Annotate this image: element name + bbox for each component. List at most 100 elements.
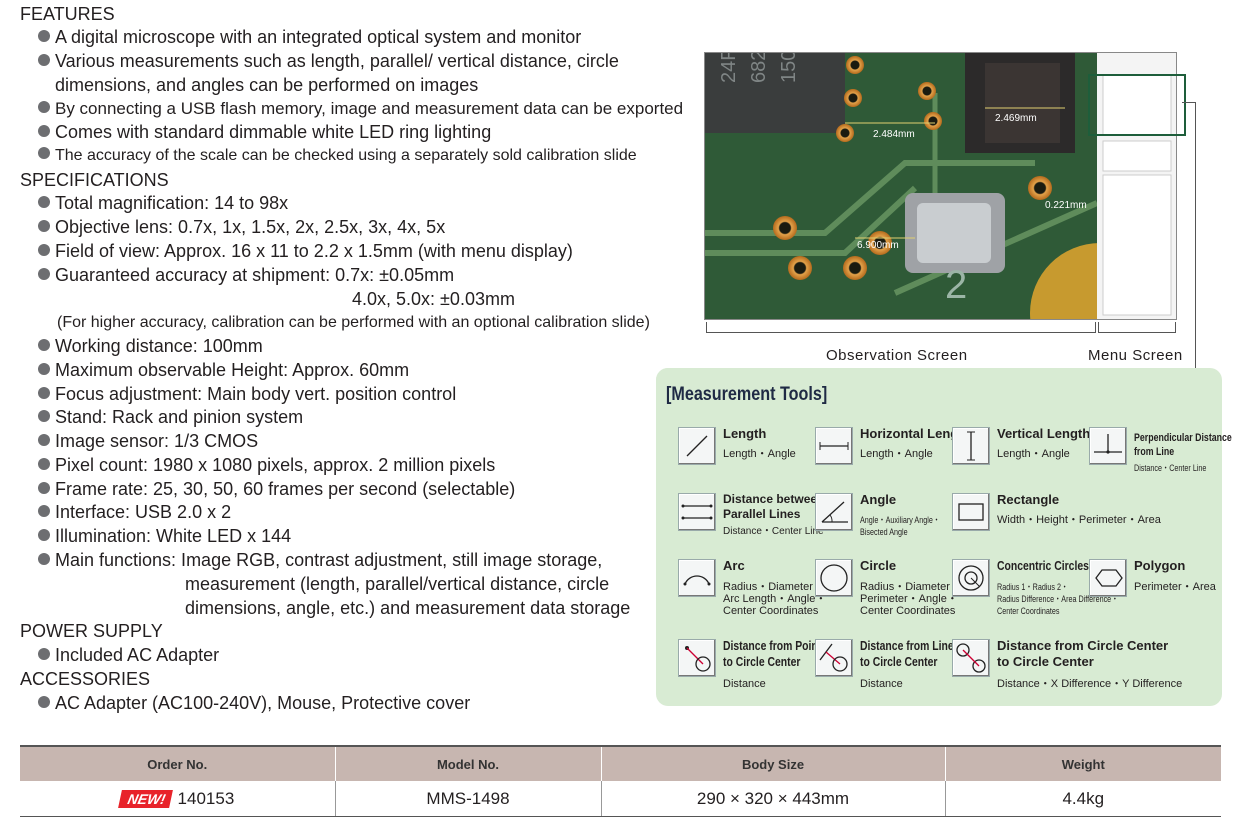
spec-item: Pixel count: 1980 x 1080 pixels, approx.… xyxy=(38,454,495,476)
calibration-note: (For higher accuracy, calibration can be… xyxy=(57,314,650,331)
svg-text:24F: 24F xyxy=(718,53,740,83)
features-heading: FEATURES xyxy=(20,4,115,24)
spec-item-continued: 4.0x, 5.0x: ±0.03mm xyxy=(352,289,515,309)
new-badge: NEW! xyxy=(118,789,174,808)
feature-item: By connecting a USB flash memory, image … xyxy=(38,98,683,120)
bullet-icon xyxy=(38,125,50,137)
svg-text:6.900mm: 6.900mm xyxy=(857,240,899,251)
svg-text:682: 682 xyxy=(748,53,770,83)
model-no-cell: MMS-1498 xyxy=(334,781,601,817)
measurement-tools-panel xyxy=(656,368,1222,706)
svg-text:2: 2 xyxy=(945,263,967,307)
spec-item-continued: dimensions, angle, etc.) and measurement… xyxy=(185,598,631,618)
specifications-heading: SPECIFICATIONS xyxy=(20,170,169,190)
tool-length: Length Length・Angle xyxy=(656,404,796,465)
spec-item: Field of view: Approx. 16 x 11 to 2.2 x … xyxy=(38,240,573,262)
tool-circle-to-circle: Distance from Circle Center to Circle Ce… xyxy=(930,616,1182,690)
bullet-icon xyxy=(38,387,50,399)
menu-bracket xyxy=(1098,322,1176,333)
bullet-icon xyxy=(38,458,50,470)
rectangle-icon xyxy=(952,493,990,531)
bullet-icon xyxy=(38,339,50,351)
horizontal-line-icon xyxy=(815,427,853,465)
point-to-circle-icon xyxy=(678,639,716,677)
tool-point-to-circle: Distance from Point to Circle Center Dis… xyxy=(656,616,821,690)
microscope-screen-image: 24F 682 150 2.484mm 2.469mm 0.221mm 6.90… xyxy=(704,52,1177,320)
arrow-connector xyxy=(1195,102,1196,390)
bullet-icon xyxy=(38,482,50,494)
order-no-cell: NEW!140153 xyxy=(20,781,335,817)
table-row: NEW!140153 MMS-1498 290 × 320 × 443mm 4.… xyxy=(20,781,1221,817)
feature-item-continued: dimensions, and angles can be performed … xyxy=(55,75,479,95)
polygon-icon xyxy=(1089,559,1127,597)
bullet-icon xyxy=(38,268,50,280)
arrow-connector xyxy=(1182,102,1196,103)
header-order-no: Order No. xyxy=(20,746,335,781)
tool-concentric-circles: Concentric Circles Radius 1・Radius 2・ Ra… xyxy=(930,536,1118,616)
tool-circle: Circle Radius・Diameter・ Perimeter・Angle・… xyxy=(793,536,961,617)
bullet-icon xyxy=(38,553,50,565)
observation-bracket xyxy=(706,322,1096,333)
spec-item: Illumination: White LED x 144 xyxy=(38,525,291,547)
vertical-line-icon xyxy=(952,427,990,465)
svg-text:2.469mm: 2.469mm xyxy=(995,113,1037,124)
feature-item: Comes with standard dimmable white LED r… xyxy=(38,121,491,143)
tool-rectangle: Rectangle Width・Height・Perimeter・Area xyxy=(930,470,1161,531)
observation-screen-caption: Observation Screen xyxy=(826,347,968,364)
power-item: Included AC Adapter xyxy=(38,644,219,666)
menu-screen-caption: Menu Screen xyxy=(1088,347,1183,364)
pcb-observation-image: 24F 682 150 2.484mm 2.469mm 0.221mm 6.90… xyxy=(705,53,1176,319)
spec-item: Focus adjustment: Main body vert. positi… xyxy=(38,383,456,405)
accessories-item: AC Adapter (AC100-240V), Mouse, Protecti… xyxy=(38,692,470,714)
line-icon xyxy=(678,427,716,465)
spec-item: Stand: Rack and pinion system xyxy=(38,406,303,428)
line-to-circle-icon xyxy=(815,639,853,677)
body-size-cell: 290 × 320 × 443mm xyxy=(600,781,945,817)
header-model-no: Model No. xyxy=(334,746,601,781)
angle-icon xyxy=(815,493,853,531)
bullet-icon xyxy=(38,147,50,159)
parallel-lines-icon xyxy=(678,493,716,531)
weight-cell: 4.4kg xyxy=(944,781,1221,817)
perpendicular-icon xyxy=(1089,427,1127,465)
measurement-tools-title: [Measurement Tools] xyxy=(666,384,828,405)
svg-text:150: 150 xyxy=(778,53,800,83)
spec-item: Main functions: Image RGB, contrast adju… xyxy=(38,549,602,571)
tool-vertical-length: Vertical Length Length・Angle xyxy=(930,404,1090,465)
header-weight: Weight xyxy=(944,746,1221,781)
bullet-icon xyxy=(38,220,50,232)
spec-item: Working distance: 100mm xyxy=(38,335,263,357)
power-supply-heading: POWER SUPPLY xyxy=(20,621,163,641)
tool-polygon: Polygon Perimeter・Area xyxy=(1067,536,1216,597)
tool-line-to-circle: Distance from Line to Circle Center Dist… xyxy=(793,616,954,690)
tool-arc: Arc Radius・Diameter・ Arc Length・Angle・ C… xyxy=(656,536,826,617)
bullet-icon xyxy=(38,696,50,708)
spec-item: Maximum observable Height: Approx. 60mm xyxy=(38,359,409,381)
tool-horizontal-length: Horizontal Length Length・Angle xyxy=(793,404,971,465)
bullet-icon xyxy=(38,505,50,517)
measurement-tools-tab xyxy=(656,368,836,412)
bullet-icon xyxy=(38,648,50,660)
bullet-icon xyxy=(38,54,50,66)
chip-marking: 24F 682 150 xyxy=(718,53,800,83)
feature-item: The accuracy of the scale can be checked… xyxy=(38,145,637,167)
circle-to-circle-icon xyxy=(952,639,990,677)
order-table: Order No. Model No. Body Size Weight NEW… xyxy=(20,745,1221,817)
spec-item: Guaranteed accuracy at shipment: 0.7x: ±… xyxy=(38,264,454,286)
bullet-icon xyxy=(38,101,50,113)
arc-icon xyxy=(678,559,716,597)
svg-text:2.484mm: 2.484mm xyxy=(873,129,915,140)
accessories-heading: ACCESSORIES xyxy=(20,669,151,689)
spec-item: Frame rate: 25, 30, 50, 60 frames per se… xyxy=(38,478,515,500)
header-body-size: Body Size xyxy=(600,746,945,781)
feature-item: Various measurements such as length, par… xyxy=(38,50,619,72)
tool-perpendicular-distance: Perpendicular Distance from Line Distanc… xyxy=(1067,404,1232,473)
concentric-circles-icon xyxy=(952,559,990,597)
spec-item: Total magnification: 14 to 98x xyxy=(38,192,288,214)
bullet-icon xyxy=(38,244,50,256)
bullet-icon xyxy=(38,363,50,375)
circle-icon xyxy=(815,559,853,597)
spec-item-continued: measurement (length, parallel/vertical d… xyxy=(185,574,610,594)
spec-item: Image sensor: 1/3 CMOS xyxy=(38,430,258,452)
bullet-icon xyxy=(38,529,50,541)
